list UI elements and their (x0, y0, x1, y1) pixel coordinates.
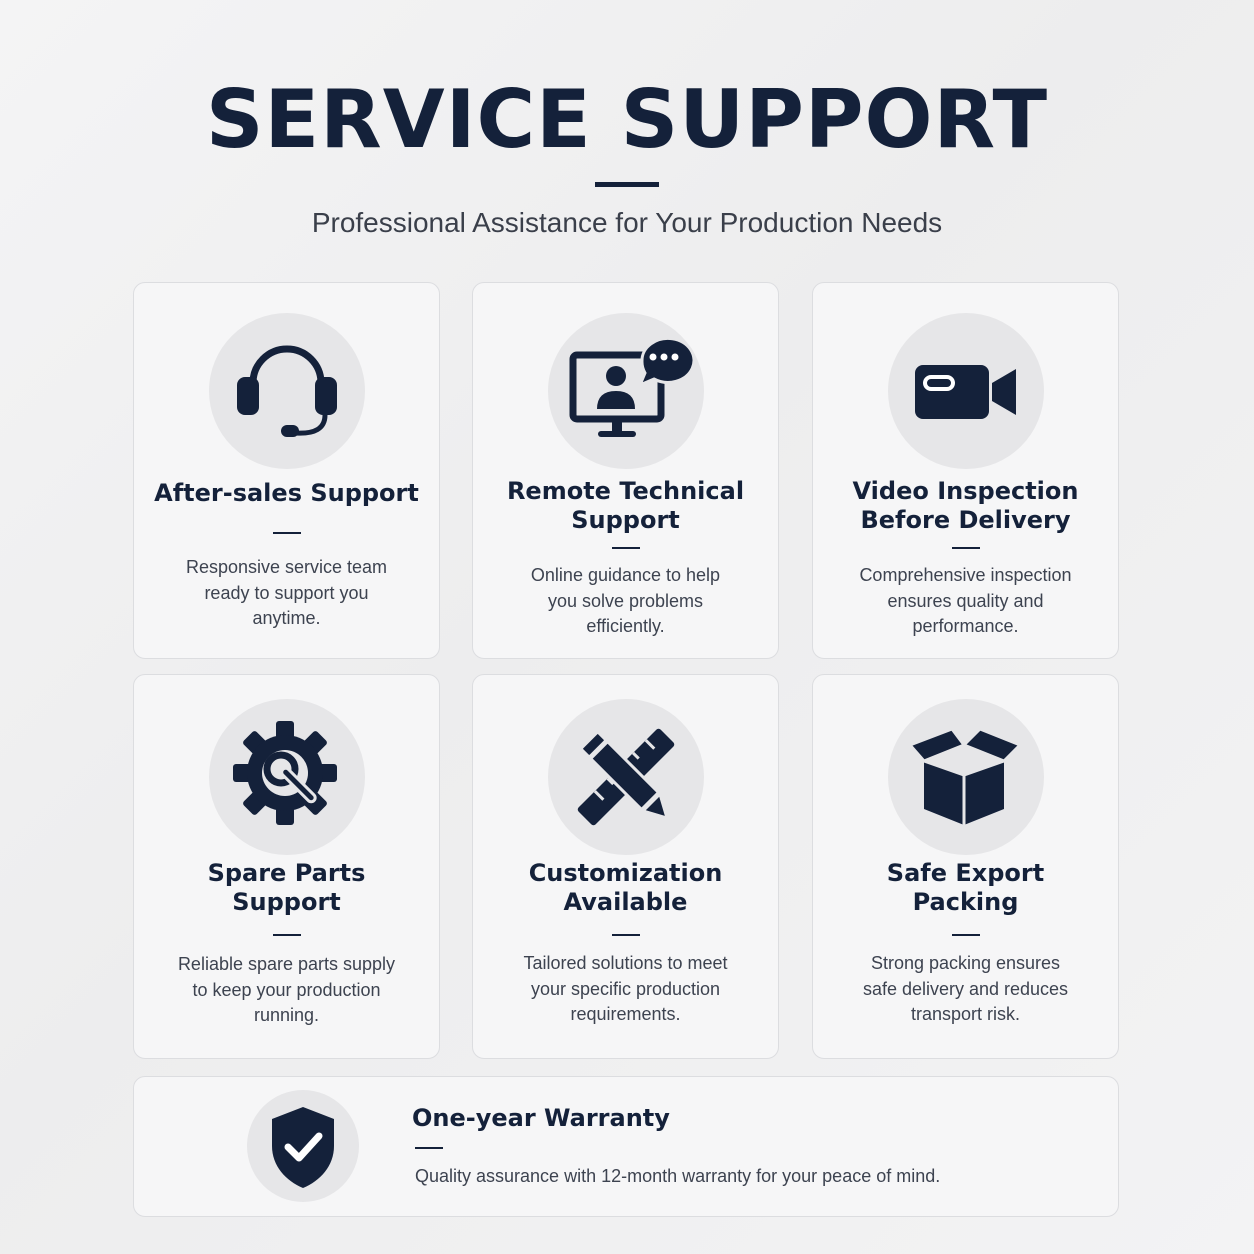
card-divider (951, 547, 980, 549)
ruler-pencil-icon (547, 699, 704, 855)
warranty-title: One-year Warranty (412, 1104, 670, 1132)
card-divider (272, 934, 301, 936)
warranty-divider (415, 1147, 443, 1149)
card-title: After-sales Support (154, 479, 419, 507)
video-camera-icon (887, 313, 1044, 469)
headset-icon (208, 313, 365, 469)
open-box-icon (887, 699, 1044, 855)
page-subtitle: Professional Assistance for Your Product… (311, 207, 943, 238)
card-divider (951, 934, 980, 936)
card-divider (611, 547, 640, 549)
gear-wrench-icon (208, 699, 365, 855)
card-divider (611, 934, 640, 936)
warranty-description: Quality assurance with 12-month warranty… (415, 1166, 941, 1186)
page-title: SERVICE SUPPORT (205, 73, 1049, 166)
monitor-chat-icon (547, 313, 704, 469)
shield-check-icon (247, 1090, 359, 1202)
warranty-banner: One-year Warranty Quality assurance with… (133, 1076, 1119, 1217)
service-card-after-sales: After-sales Support Responsive service t… (133, 282, 440, 659)
card-divider (272, 532, 301, 534)
title-underline (595, 182, 659, 187)
